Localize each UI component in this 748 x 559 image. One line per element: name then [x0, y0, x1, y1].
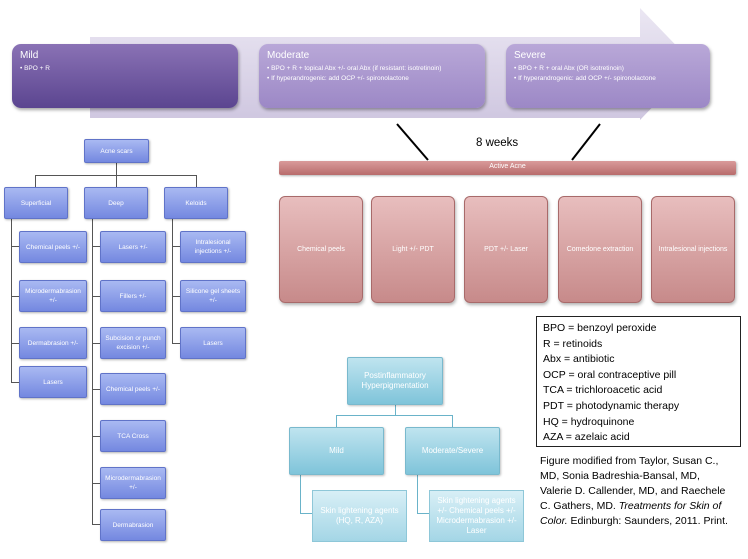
mild-severity-line: • BPO + R	[20, 65, 50, 72]
mild-severity-box: Mild • BPO + R	[12, 44, 238, 108]
citation-publisher: Edinburgh: Saunders, 2011. Print.	[570, 515, 728, 527]
active-acne-treatment: Comedone extraction	[558, 196, 642, 303]
severe-severity-line: • If hyperandrogenic: add OCP +/- spiron…	[514, 75, 656, 82]
connector-line	[92, 343, 100, 344]
connector-line	[452, 415, 453, 427]
legend-item: AZA = azelaic acid	[543, 431, 630, 444]
connector-line	[172, 246, 180, 247]
weeks-connector-lines	[396, 123, 601, 161]
connector-line	[11, 246, 19, 247]
pih-moderate-severe-node: Moderate/Severe	[405, 427, 500, 475]
superficial-item: Dermabrasion +/-	[19, 327, 87, 359]
connector-line	[11, 296, 19, 297]
legend-item: TCA = trichloroacetic acid	[543, 384, 663, 397]
connector-line	[92, 219, 93, 525]
pih-moderate-severe-treatment: Skin lightening agents +/- Chemical peel…	[429, 490, 524, 542]
deep-item: Fillers +/-	[100, 280, 166, 312]
deep-item: Dermabrasion	[100, 509, 166, 541]
connector-line	[395, 405, 396, 415]
pih-mild-node: Mild	[289, 427, 384, 475]
citation-authors: Figure modified from Taylor, Susan C., M…	[540, 455, 726, 512]
connector-line	[300, 513, 312, 514]
connector-line	[417, 475, 418, 513]
connector-line	[11, 219, 12, 383]
deep-item: TCA Cross	[100, 420, 166, 452]
connector-line	[116, 175, 117, 187]
active-acne-treatment: PDT +/- Laser	[464, 196, 548, 303]
active-acne-treatment: Intralesional injections	[651, 196, 735, 303]
deep-item: Lasers +/-	[100, 231, 166, 263]
connector-line	[172, 343, 180, 344]
connector-line	[92, 483, 100, 484]
keloids-item: Lasers	[180, 327, 246, 359]
severe-severity-box: Severe • BPO + R + oral Abx (OR isotreti…	[506, 44, 710, 108]
connector-line	[116, 163, 117, 175]
deep-node: Deep	[84, 187, 148, 219]
moderate-severity-title: Moderate	[267, 50, 310, 61]
connector-line	[92, 436, 100, 437]
moderate-severity-line: • If hyperandrogenic: add OCP +/- spiron…	[267, 75, 409, 82]
connector-line	[92, 296, 100, 297]
pih-mild-treatment: Skin lightening agents (HQ, R, AZA)	[312, 490, 407, 542]
deep-item: Chemical peels +/-	[100, 373, 166, 405]
moderate-severity-box: Moderate • BPO + R + topical Abx +/- ora…	[259, 44, 485, 108]
superficial-item: Chemical peels +/-	[19, 231, 87, 263]
connector-line	[92, 524, 100, 525]
active-acne-treatment: Light +/- PDT	[371, 196, 455, 303]
abbreviation-legend: BPO = benzoyl peroxide R = retinoids Abx…	[536, 316, 741, 447]
connector-line	[92, 246, 100, 247]
active-acne-treatment: Chemical peels	[279, 196, 363, 303]
keloids-item: Intralesional injections +/-	[180, 231, 246, 263]
citation: Figure modified from Taylor, Susan C., M…	[540, 454, 728, 529]
moderate-severity-line: • BPO + R + topical Abx +/- oral Abx (if…	[267, 65, 442, 72]
superficial-item: Microdermabrasion +/-	[19, 280, 87, 312]
pih-root: Postinflammatory Hyperpigmentation	[347, 357, 443, 405]
connector-line	[35, 175, 36, 187]
connector-line	[417, 513, 429, 514]
connector-line	[196, 175, 197, 187]
keloids-item: Silicone gel sheets +/-	[180, 280, 246, 312]
superficial-item: Lasers	[19, 366, 87, 398]
legend-item: Abx = antibiotic	[543, 353, 615, 366]
legend-item: PDT = photodynamic therapy	[543, 399, 680, 412]
severe-severity-title: Severe	[514, 50, 546, 61]
legend-item: R = retinoids	[543, 337, 603, 350]
connector-line	[172, 296, 180, 297]
deep-item: Subcision or punch excision +/-	[100, 327, 166, 359]
connector-line	[336, 415, 337, 427]
citation-title: Treatments for Skin of Color.	[540, 500, 722, 527]
connector-line	[11, 382, 19, 383]
connector-line	[92, 389, 100, 390]
superficial-node: Superficial	[4, 187, 68, 219]
deep-item: Microdermabrasion +/-	[100, 467, 166, 499]
legend-item: BPO = benzoyl peroxide	[543, 322, 657, 334]
severe-severity-line: • BPO + R + oral Abx (OR isotretinoin)	[514, 65, 624, 72]
connector-line	[336, 415, 453, 416]
connector-line	[11, 343, 19, 344]
legend-item: OCP = oral contraceptive pill	[543, 368, 677, 381]
acne-scars-root: Acne scars	[84, 139, 149, 163]
weeks-label: 8 weeks	[476, 137, 519, 149]
mild-severity-title: Mild	[20, 50, 39, 61]
active-acne-bar: Active Acne	[279, 161, 736, 175]
keloids-node: Keloids	[164, 187, 228, 219]
legend-item: HQ = hydroquinone	[543, 415, 635, 428]
connector-line	[172, 219, 173, 344]
connector-line	[300, 475, 301, 513]
